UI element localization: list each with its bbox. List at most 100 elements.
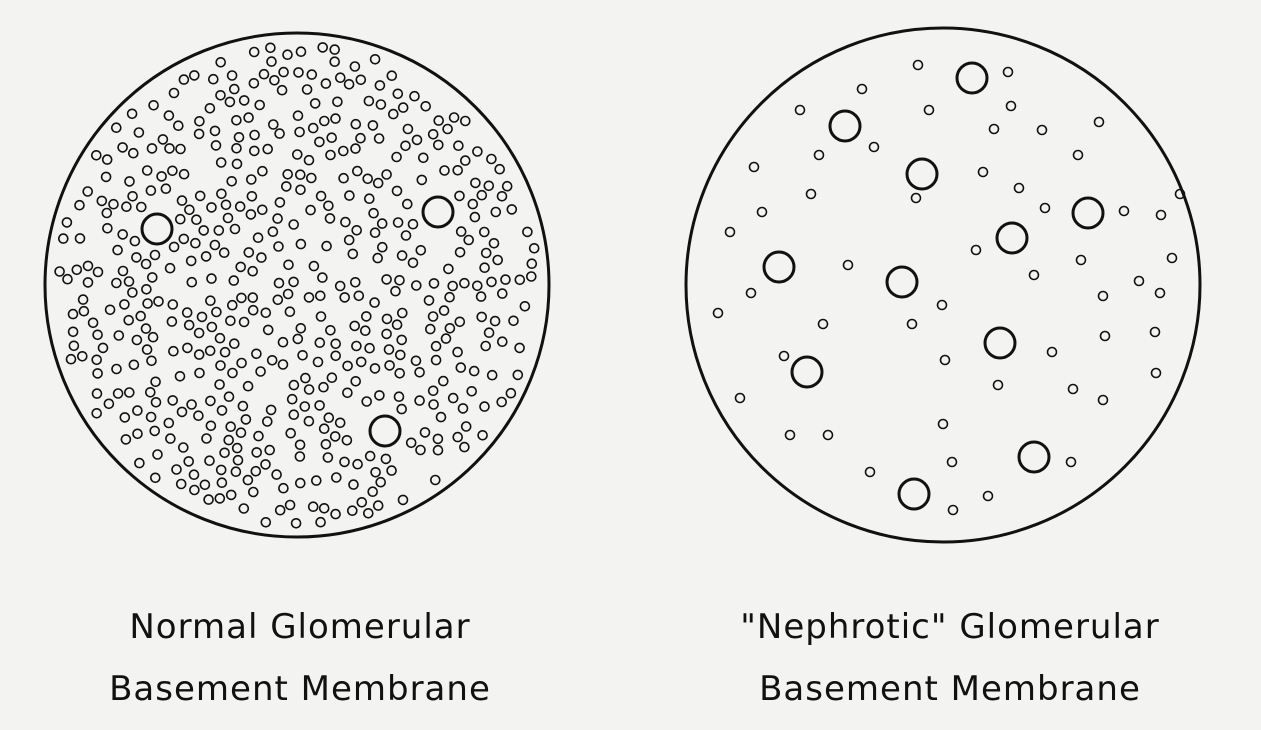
small-pore	[311, 99, 320, 108]
small-pore	[93, 389, 102, 398]
small-pore	[236, 262, 245, 271]
small-pore	[297, 47, 306, 56]
small-pore	[154, 297, 163, 306]
small-pore	[350, 62, 359, 71]
small-pore	[133, 406, 142, 415]
small-pore	[429, 312, 438, 321]
small-pore	[238, 402, 247, 411]
small-pore	[467, 387, 476, 396]
small-pore	[416, 446, 425, 455]
small-pore	[726, 228, 735, 237]
membrane-outline	[686, 28, 1200, 542]
small-pore	[327, 133, 336, 142]
small-pore	[195, 117, 204, 126]
small-pore	[417, 175, 426, 184]
small-pore	[67, 355, 76, 364]
small-pore	[480, 263, 489, 272]
small-pore	[241, 415, 250, 424]
small-pore	[523, 227, 532, 236]
small-pore	[92, 355, 101, 364]
small-pore	[495, 165, 504, 174]
small-pore	[161, 184, 170, 193]
small-pore	[63, 275, 72, 284]
small-pore	[103, 224, 112, 233]
large-pore	[830, 111, 860, 141]
small-pore	[205, 456, 214, 465]
small-pore	[248, 267, 257, 276]
small-pore	[326, 326, 335, 335]
small-pore	[164, 111, 173, 120]
small-pore	[295, 452, 304, 461]
small-pore	[455, 191, 464, 200]
small-pore	[433, 434, 442, 443]
small-pore	[948, 458, 957, 467]
large-pore	[764, 252, 794, 282]
small-pore	[309, 502, 318, 511]
small-pore	[1156, 289, 1165, 298]
small-pore	[387, 466, 396, 475]
small-pore	[125, 177, 134, 186]
small-pore	[129, 360, 138, 369]
small-pore	[429, 400, 438, 409]
small-pore	[1152, 369, 1161, 378]
small-pore	[293, 150, 302, 159]
small-pore	[168, 300, 177, 309]
small-pore	[109, 200, 118, 209]
small-pore	[305, 385, 314, 394]
small-pore	[1077, 256, 1086, 265]
small-pore	[432, 356, 441, 365]
small-pore	[130, 237, 139, 246]
small-pore	[331, 432, 340, 441]
small-pore	[128, 109, 137, 118]
small-pore	[330, 57, 339, 66]
small-pore	[339, 147, 348, 156]
small-pore	[345, 236, 354, 245]
large-pore	[957, 63, 987, 93]
small-pore	[331, 510, 340, 519]
small-pore	[122, 202, 131, 211]
small-pore	[69, 310, 78, 319]
small-pore	[150, 426, 159, 435]
small-pore	[142, 324, 151, 333]
small-pore	[324, 413, 333, 422]
small-pore	[170, 89, 179, 98]
small-pore	[183, 308, 192, 317]
small-pore	[450, 113, 459, 122]
small-pore	[315, 137, 324, 146]
small-pore	[279, 338, 288, 347]
small-pore	[206, 346, 215, 355]
small-pore	[440, 306, 449, 315]
small-pore	[275, 198, 284, 207]
small-pore	[382, 329, 391, 338]
small-pore	[350, 321, 359, 330]
small-pore	[527, 272, 536, 281]
small-pore	[1099, 292, 1108, 301]
small-pore	[395, 369, 404, 378]
small-pore	[207, 274, 216, 283]
small-pore	[478, 431, 487, 440]
small-pore	[228, 71, 237, 80]
small-pore	[461, 156, 470, 165]
small-pore	[221, 348, 230, 357]
small-pore	[69, 327, 78, 336]
small-pore	[375, 134, 384, 143]
small-pore	[146, 186, 155, 195]
small-pore	[190, 71, 199, 80]
small-pore	[146, 388, 155, 397]
small-pore	[361, 326, 370, 335]
small-pore	[84, 261, 93, 270]
small-pore	[1168, 254, 1177, 263]
small-pore	[119, 267, 128, 276]
small-pore	[257, 253, 266, 262]
small-pore	[908, 320, 917, 329]
small-pore	[371, 55, 380, 64]
small-pore	[237, 428, 246, 437]
small-pore	[858, 85, 867, 94]
small-pore	[972, 246, 981, 255]
small-pore	[336, 418, 345, 427]
small-pore	[194, 411, 203, 420]
small-pore	[353, 167, 362, 176]
small-pore	[263, 145, 272, 154]
small-pore	[125, 388, 134, 397]
small-pore	[136, 312, 145, 321]
